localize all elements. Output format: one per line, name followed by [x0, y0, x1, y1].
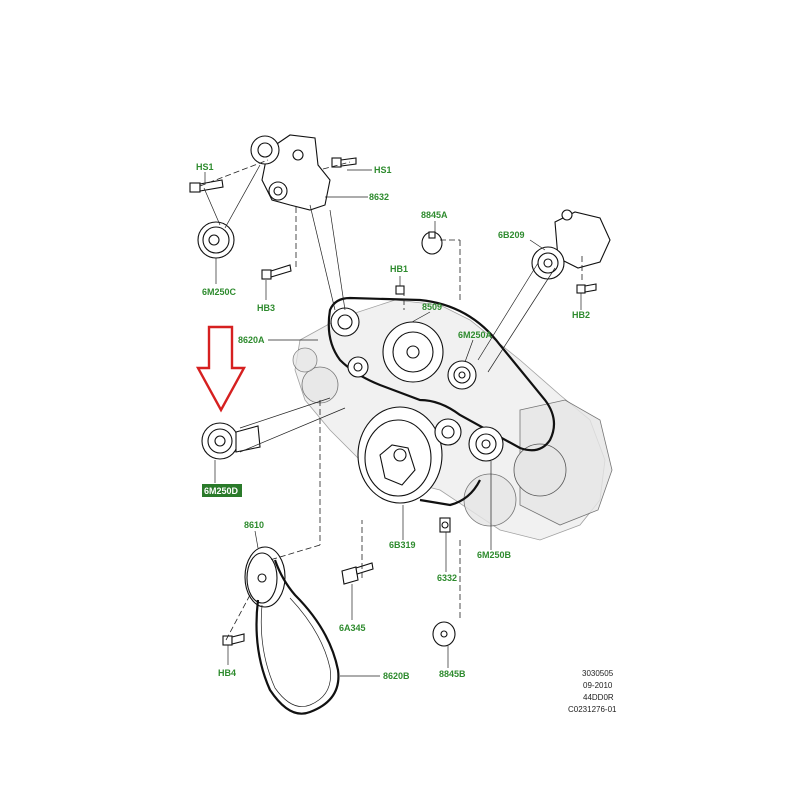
belt-8620a [327, 296, 556, 452]
bolt-hb3 [261, 264, 292, 280]
label-8620a: 8620A [238, 335, 265, 345]
reference-block: 3030505 09-2010 44DD0R C0231276-01 [568, 669, 617, 714]
label-6332: 6332 [437, 573, 457, 583]
label-8610: 8610 [244, 520, 264, 530]
pulley-8610 [244, 546, 286, 608]
label-6m250c: 6M250C [202, 287, 237, 297]
leader-lines [199, 159, 583, 677]
cap-8845b [432, 621, 456, 647]
reference-line-3: 44DD0R [583, 693, 614, 702]
label-hb3: HB3 [257, 303, 275, 313]
reference-line-2: 09-2010 [583, 681, 613, 690]
bolt-6a345 [341, 562, 374, 585]
idler-pulley-6m250c [197, 221, 235, 259]
label-hb1: HB1 [390, 264, 408, 274]
label-hb4: HB4 [218, 668, 236, 678]
idler-6m250b [468, 426, 504, 462]
pulley-8509 [382, 321, 444, 383]
label-6m250a: 6M250A [458, 330, 493, 340]
label-8632: 8632 [369, 192, 389, 202]
label-hs1-left: HS1 [196, 162, 214, 172]
idler-pulley-6m250d [201, 422, 261, 460]
label-8620b: 8620B [383, 671, 410, 681]
label-hs1-right: HS1 [374, 165, 392, 175]
label-6a345: 6A345 [339, 623, 366, 633]
bolt-hb1 [395, 285, 405, 295]
bolt-hb2 [576, 283, 597, 294]
bolt-hs1-left [189, 179, 224, 193]
label-6m250d: 6M250D [204, 486, 239, 496]
cap-8845a [421, 231, 443, 255]
reference-line-1: 3030505 [582, 669, 614, 678]
label-hb2: HB2 [572, 310, 590, 320]
tensioner-6b209 [531, 209, 611, 280]
label-6b209: 6B209 [498, 230, 525, 240]
belt-8620b [255, 559, 340, 715]
pulley-8620a-upper [330, 307, 360, 337]
idler-6m250-lower-a [434, 418, 462, 446]
label-8845b: 8845B [439, 669, 466, 679]
crank-pulley-6b319 [357, 406, 443, 504]
highlight-6m250d-box [202, 484, 242, 497]
label-8845a: 8845A [421, 210, 448, 220]
tensioner-bracket-8632 [250, 134, 331, 211]
reference-line-4: C0231276-01 [568, 705, 617, 714]
part-6332 [439, 517, 451, 533]
tensioner-arm [347, 356, 369, 378]
belt-lower-section [419, 479, 481, 507]
label-8509: 8509 [422, 302, 442, 312]
pulley-6m250a [447, 360, 477, 390]
label-6b319: 6B319 [389, 540, 416, 550]
red-arrow-indicator [195, 325, 247, 413]
bolt-hb4 [222, 633, 245, 646]
part-labels: HS1 HS1 8632 8845A 6B209 HB1 6M250C HB3 … [196, 162, 590, 681]
label-6m250b: 6M250B [477, 550, 512, 560]
belt-8620b-inner [260, 597, 331, 707]
